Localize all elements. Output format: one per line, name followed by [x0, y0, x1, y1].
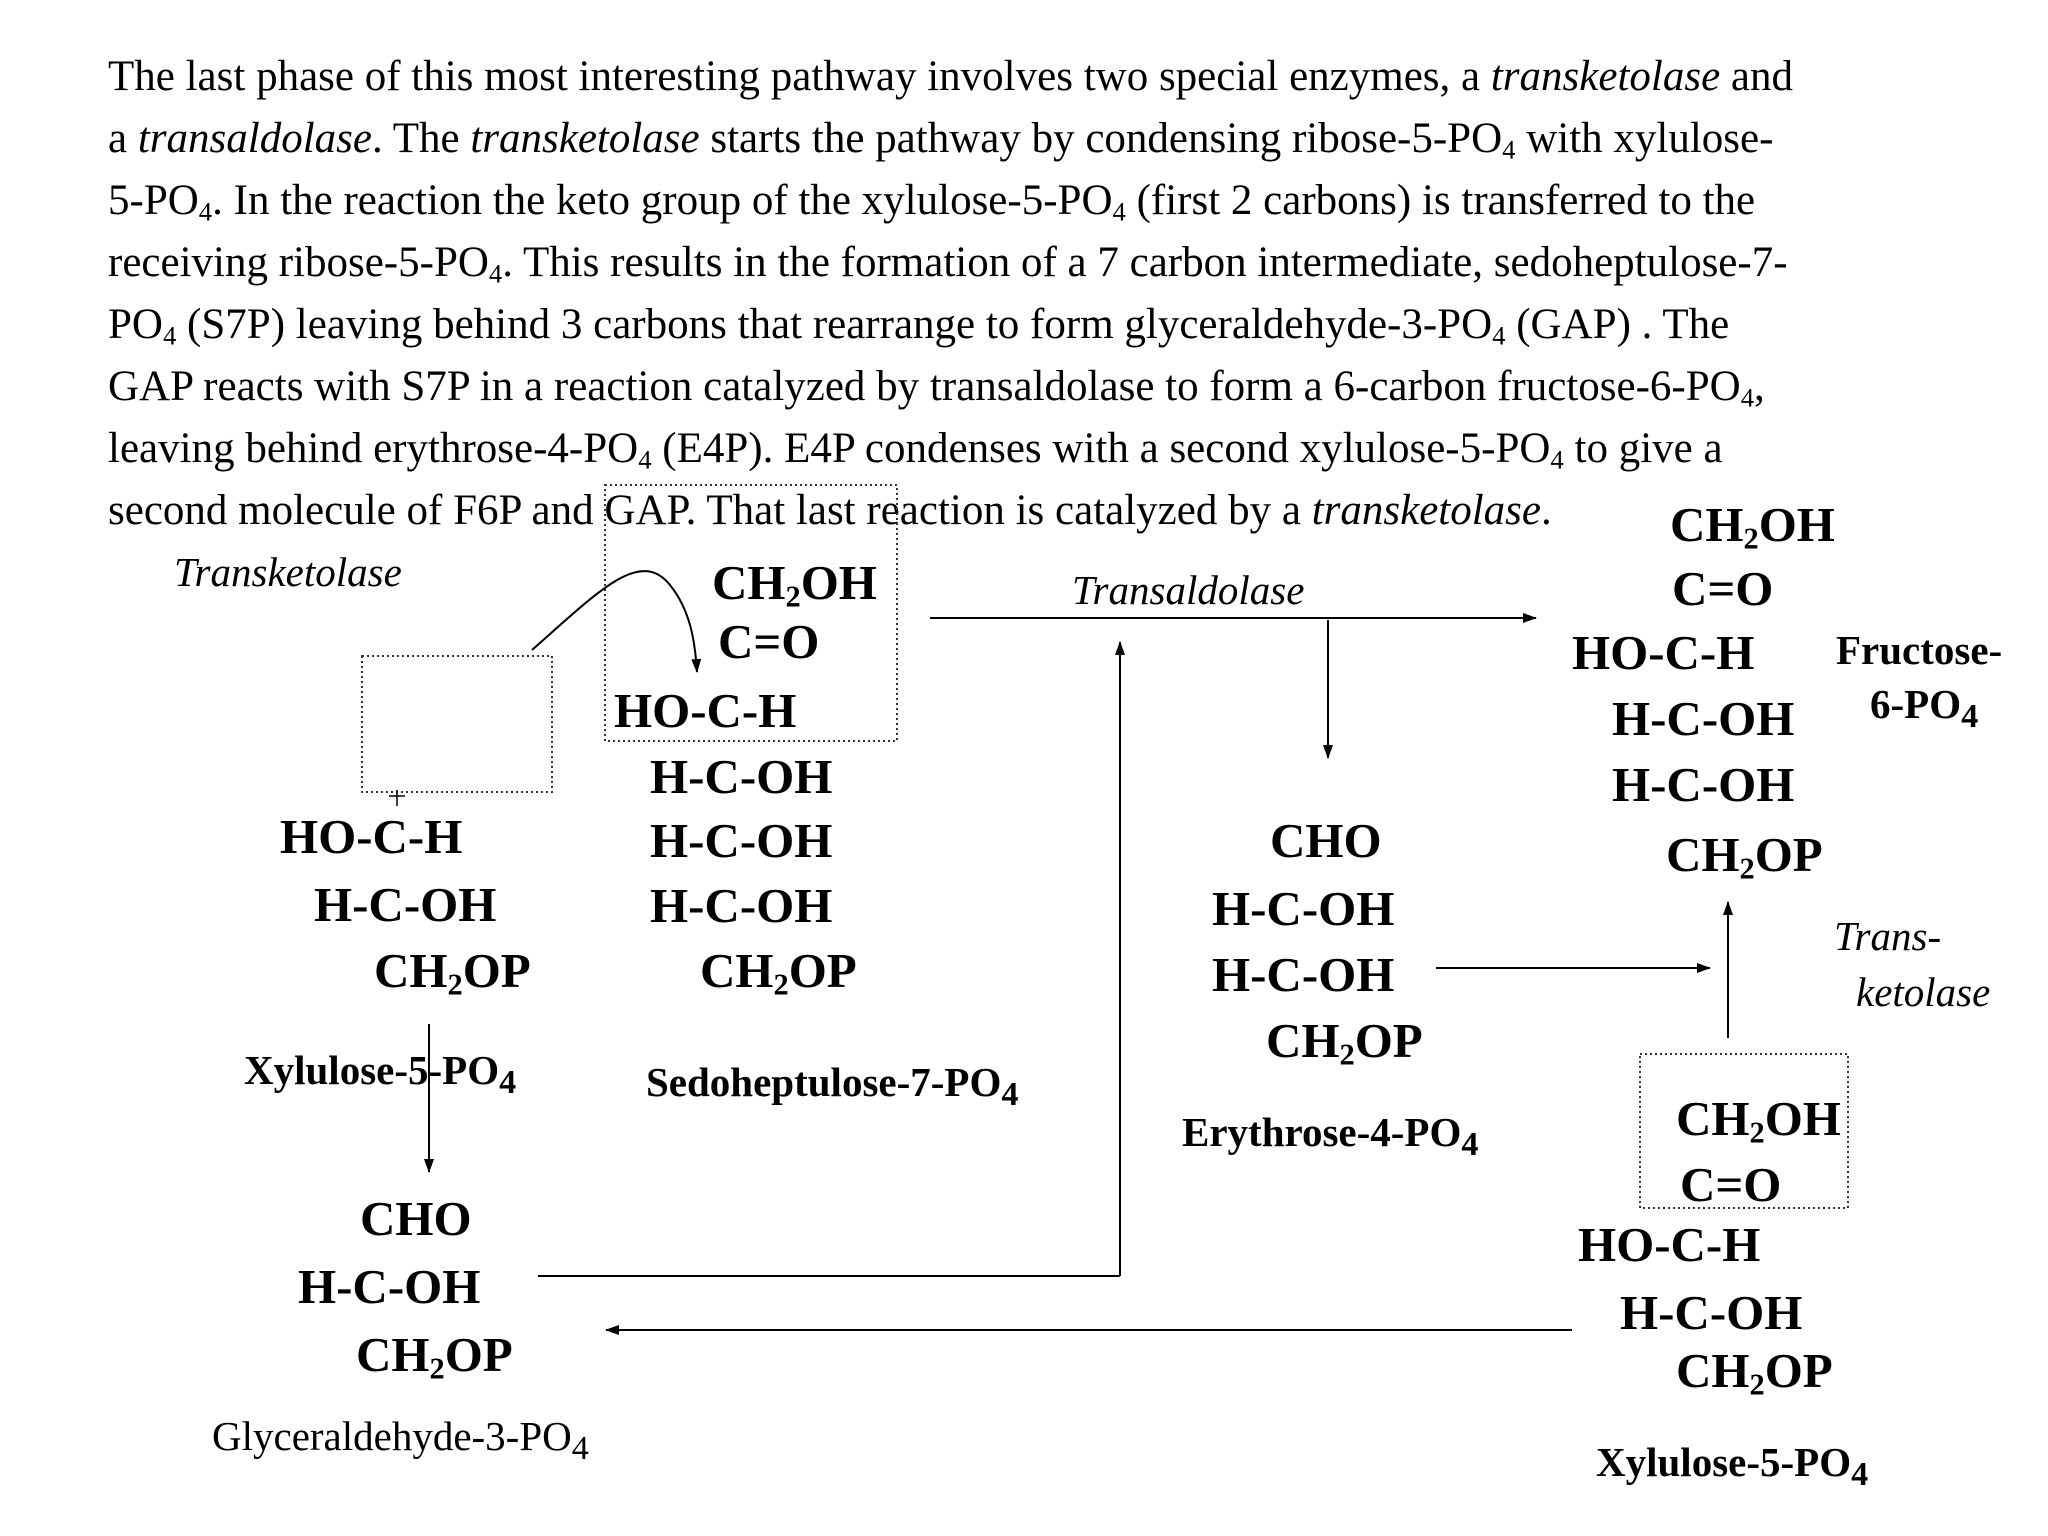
x5p-right-c4: H-C-OH: [1620, 1285, 1803, 1340]
text-run-italic: transaldolase: [137, 115, 372, 162]
paragraph-line-6: GAP reacts with S7P in a reaction cataly…: [108, 356, 1998, 418]
label-xylulose-5-po4-left: Xylulose-5-PO4: [244, 1047, 517, 1102]
text-run: second molecule of F6P and GAP. That las…: [108, 487, 1312, 534]
s7p-c3: HO-C-H: [614, 683, 797, 738]
paragraph-line-2: a transaldolase. The transketolase start…: [108, 108, 1998, 170]
enzyme-label-transketolase: Transketolase: [174, 549, 402, 595]
text-run: The last phase of this most interesting …: [108, 53, 1491, 100]
text-run: PO: [108, 301, 163, 348]
enzyme-label-trans: Trans-: [1834, 913, 1942, 959]
label-xylulose-5-po4-right: Xylulose-5-PO4: [1596, 1439, 1869, 1494]
text-run: . The: [371, 115, 471, 162]
e4p-ch2op: CH2OP: [1266, 1013, 1423, 1072]
paragraph-line-8: second molecule of F6P and GAP. That las…: [108, 480, 1998, 542]
e4p-c3: H-C-OH: [1212, 947, 1395, 1002]
s7p-ch2op: CH2OP: [700, 943, 857, 1002]
enzyme-label-ketolase: ketolase: [1856, 969, 1991, 1015]
text-run: (E4P). E4P condenses with a second xylul…: [651, 425, 1551, 472]
text-run: and: [1720, 53, 1794, 100]
f6p-ch2op: CH2OP: [1666, 827, 1823, 886]
paragraph-line-4: receiving ribose-5-PO4. This results in …: [108, 232, 1998, 294]
x5p-right-c3: HO-C-H: [1578, 1217, 1761, 1272]
text-run: (first 2 carbons) is transferred to the: [1125, 177, 1756, 224]
gap-ch2op: CH2OP: [356, 1327, 513, 1386]
subscript: 4: [1492, 320, 1506, 351]
paragraph-line-3: 5-PO4. In the reaction the keto group of…: [108, 170, 1998, 232]
text-run: . This results in the formation of a 7 c…: [502, 239, 1788, 286]
label-fructose: Fructose-: [1836, 627, 2003, 673]
f6p-c5: H-C-OH: [1612, 757, 1795, 812]
label-6-po4: 6-PO4: [1870, 681, 1979, 736]
text-run: GAP reacts with S7P in a reaction cataly…: [108, 363, 1741, 410]
gap-c2: H-C-OH: [298, 1259, 481, 1314]
paragraph-line-1: The last phase of this most interesting …: [108, 46, 1998, 108]
gap-cho: CHO: [360, 1191, 472, 1246]
dotted-box-x5p-right: [1639, 1053, 1849, 1209]
text-run-italic: transketolase: [1490, 53, 1721, 100]
text-run: with xylulose-: [1515, 115, 1774, 162]
text-run: (S7P) leaving behind 3 carbons that rear…: [176, 301, 1493, 348]
paragraph-line-7: leaving behind erythrose-4-PO4 (E4P). E4…: [108, 418, 1998, 480]
x5p-right-ch2oh: CH2OH: [1676, 1091, 1841, 1150]
s7p-c4: H-C-OH: [650, 749, 833, 804]
x5p-left-c4: H-C-OH: [314, 877, 497, 932]
s7p-c5: H-C-OH: [650, 813, 833, 868]
text-run-italic: transketolase: [470, 115, 700, 162]
keto-transfer-arrow: [531, 570, 702, 673]
text-run: a: [108, 115, 138, 162]
text-run-italic: transketolase: [1311, 487, 1541, 534]
text-run: leaving behind erythrose-4-PO: [108, 425, 639, 472]
intro-paragraph: The last phase of this most interesting …: [108, 46, 1998, 542]
text-run: .: [1541, 487, 1552, 534]
s7p-keto: C=O: [718, 614, 820, 669]
dotted-box-s7p-keto: [604, 484, 898, 742]
s7p-c6: H-C-OH: [650, 878, 833, 933]
text-run: . In the reaction the keto group of the …: [212, 177, 1113, 224]
subscript: 4: [488, 258, 503, 289]
subscript: 4: [1550, 444, 1564, 475]
s7p-ch2oh: CH2OH: [712, 555, 877, 614]
e4p-c2: H-C-OH: [1212, 881, 1395, 936]
paragraph-line-5: PO4 (S7P) leaving behind 3 carbons that …: [108, 294, 1998, 356]
x5p-left-ch2op: CH2OP: [374, 943, 531, 1002]
text-run: 5-PO: [108, 177, 199, 224]
f6p-ch2oh: CH2OH: [1670, 497, 1835, 556]
label-erythrose-4-po4: Erythrose-4-PO4: [1182, 1109, 1479, 1164]
f6p-keto: C=O: [1672, 561, 1774, 616]
dotted-box-x5p-left: [361, 655, 553, 793]
f6p-c3: HO-C-H: [1572, 625, 1755, 680]
x5p-left-c3: HO-C-H: [280, 809, 463, 864]
text-run: ,: [1754, 363, 1765, 410]
subscript: 4: [1112, 196, 1126, 227]
subscript: 4: [1502, 134, 1516, 165]
label-glyceraldehyde-3-po4: Glyceraldehyde-3-PO4: [212, 1413, 589, 1468]
subscript: 4: [1740, 382, 1755, 413]
label-sedoheptulose-7-po4: Sedoheptulose-7-PO4: [646, 1059, 1019, 1114]
x5p-right-keto: C=O: [1680, 1157, 1782, 1212]
subscript: 4: [638, 444, 652, 475]
text-run: starts the pathway by condensing ribose-…: [699, 115, 1503, 162]
text-run: to give a: [1563, 425, 1723, 472]
text-run: (GAP) . The: [1505, 301, 1730, 348]
x5p-right-ch2op: CH2OP: [1676, 1343, 1833, 1402]
subscript: 4: [198, 196, 213, 227]
e4p-cho: CHO: [1270, 813, 1382, 868]
text-run: receiving ribose-5-PO: [108, 239, 489, 286]
f6p-c4: H-C-OH: [1612, 691, 1795, 746]
enzyme-label-transaldolase: Transaldolase: [1072, 567, 1305, 613]
subscript: 4: [162, 320, 177, 351]
